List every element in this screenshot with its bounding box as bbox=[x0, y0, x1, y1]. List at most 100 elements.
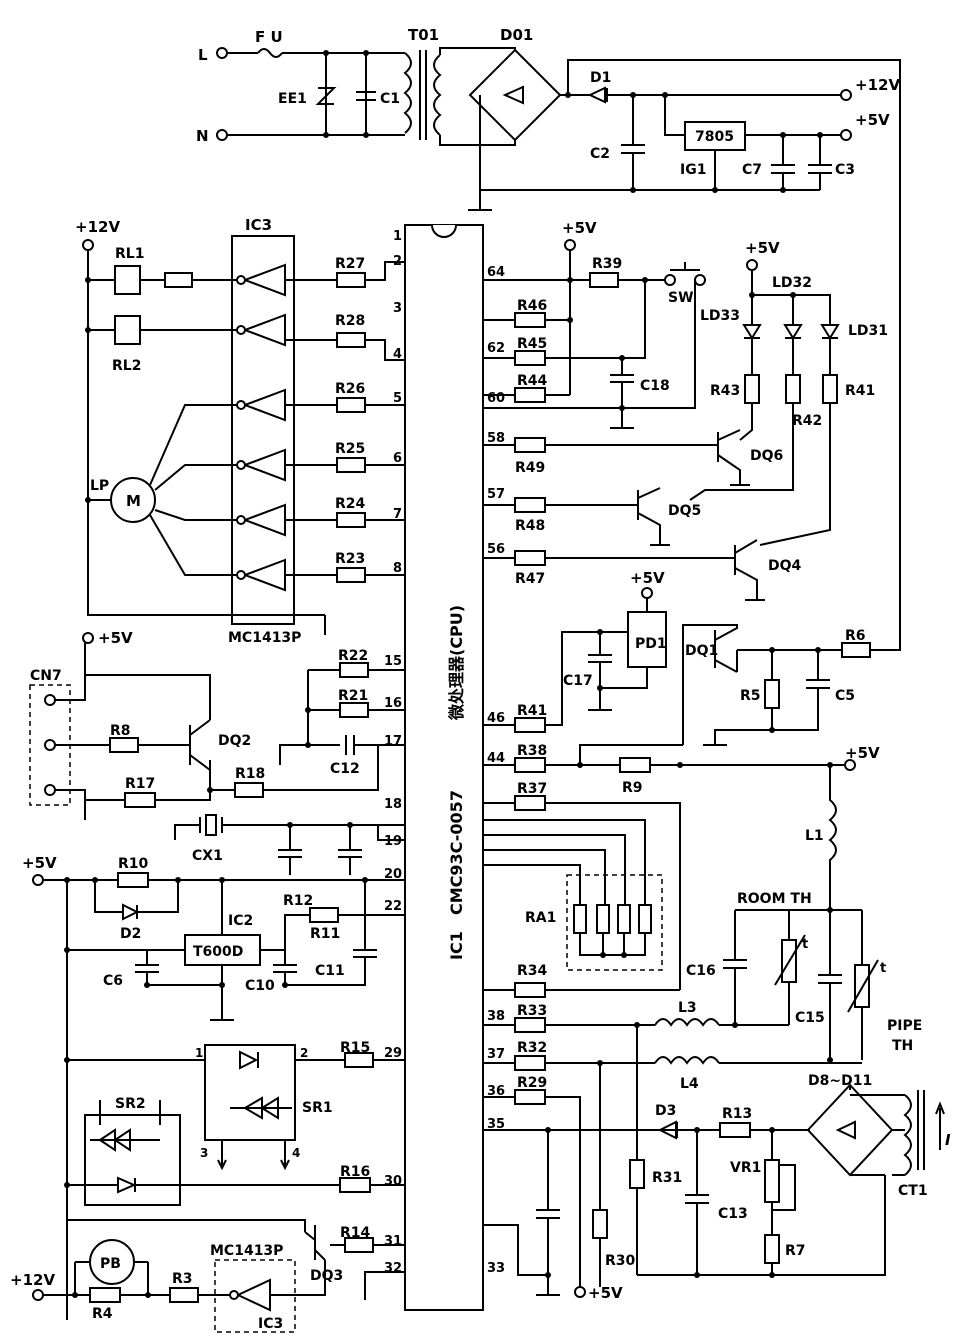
pin-8: 8 bbox=[393, 561, 402, 576]
pin-19: 19 bbox=[384, 834, 402, 849]
label-r30: R30 bbox=[605, 1253, 636, 1269]
label-l3: L3 bbox=[678, 1000, 697, 1016]
label-c1: C1 bbox=[380, 91, 400, 107]
pin-38: 38 bbox=[487, 1009, 505, 1024]
label-r17: R17 bbox=[125, 776, 155, 792]
label-r30-5v: +5V bbox=[588, 1284, 623, 1302]
label-c12: C12 bbox=[330, 761, 360, 777]
pin-1: 1 bbox=[393, 229, 402, 244]
label-r10: R10 bbox=[118, 856, 149, 872]
pin-6: 6 bbox=[393, 451, 402, 466]
label-c18: C18 bbox=[640, 378, 670, 394]
pin-60: 60 bbox=[487, 391, 505, 406]
label-ct1: CT1 bbox=[898, 1183, 928, 1199]
pin-22: 22 bbox=[384, 899, 402, 914]
label-c7: C7 bbox=[742, 162, 762, 178]
label-dq4: DQ4 bbox=[768, 558, 802, 574]
label-ic2: IC2 bbox=[228, 913, 253, 929]
label-r4: R4 bbox=[92, 1306, 113, 1322]
label-ic3: IC3 bbox=[245, 216, 272, 234]
cpu-ic1: IC1 CMC93C-0057 微处理器(CPU) bbox=[404, 224, 484, 1311]
label-r46: R46 bbox=[517, 298, 547, 314]
pin-57: 57 bbox=[487, 487, 505, 502]
label-r33: R33 bbox=[517, 1003, 547, 1019]
label-ee1: EE1 bbox=[278, 91, 307, 107]
label-c6: C6 bbox=[103, 973, 123, 989]
label-cn7: CN7 bbox=[30, 668, 62, 684]
pin-4: 4 bbox=[393, 347, 402, 362]
label-pd1: PD1 bbox=[635, 636, 667, 652]
label-c16: C16 bbox=[686, 963, 716, 979]
label-t-room: t bbox=[802, 937, 808, 952]
label-sr2: SR2 bbox=[115, 1096, 146, 1112]
label-l1-5v: +5V bbox=[845, 744, 880, 762]
label-r22: R22 bbox=[338, 648, 368, 664]
label-t-pipe: t bbox=[880, 961, 886, 976]
label-current-i: I bbox=[945, 1131, 951, 1149]
label-led-5v: +5V bbox=[745, 239, 780, 257]
cpu-description: 微处理器(CPU) bbox=[447, 605, 466, 721]
label-d2: D2 bbox=[120, 926, 141, 942]
cpu-right-pins: 64 62 60 58 57 56 46 44 38 37 36 35 33 bbox=[487, 265, 505, 1276]
label-pb-12v: +12V bbox=[10, 1271, 55, 1289]
label-d8-d11: D8~D11 bbox=[808, 1073, 872, 1089]
label-r37: R37 bbox=[517, 781, 547, 797]
label-r16: R16 bbox=[340, 1164, 370, 1180]
label-r14: R14 bbox=[340, 1225, 371, 1241]
label-sr1-pin4: 4 bbox=[292, 1146, 300, 1160]
label-ic3-b: IC3 bbox=[258, 1316, 283, 1332]
label-fuse: F U bbox=[255, 28, 283, 46]
pin-62: 62 bbox=[487, 341, 505, 356]
label-r39: R39 bbox=[592, 256, 622, 272]
label-r48: R48 bbox=[515, 518, 545, 534]
label-r49: R49 bbox=[515, 460, 545, 476]
label-d1: D1 bbox=[590, 70, 611, 86]
pin-35: 35 bbox=[487, 1117, 505, 1132]
label-pipe: PIPE bbox=[887, 1018, 922, 1034]
label-c11: C11 bbox=[315, 963, 345, 979]
label-r15: R15 bbox=[340, 1040, 370, 1056]
driver-section: +12V RL1 RL2 IC3 MC1413P LP M R27 R28 R2… bbox=[75, 216, 405, 646]
label-r28: R28 bbox=[335, 313, 365, 329]
label-r3: R3 bbox=[172, 1271, 193, 1287]
label-ig1: IG1 bbox=[680, 162, 706, 178]
pin-31: 31 bbox=[384, 1234, 402, 1249]
pin-30: 30 bbox=[384, 1174, 402, 1189]
label-r25: R25 bbox=[335, 441, 365, 457]
label-n: N bbox=[196, 127, 209, 145]
label-r32: R32 bbox=[517, 1040, 547, 1056]
label-r41b: R41 bbox=[845, 383, 875, 399]
label-r47: R47 bbox=[515, 571, 545, 587]
label-sw-5v: +5V bbox=[562, 219, 597, 237]
label-l: L bbox=[198, 46, 208, 64]
label-r31: R31 bbox=[652, 1170, 682, 1186]
pin-7: 7 bbox=[393, 507, 402, 522]
label-r44: R44 bbox=[517, 373, 548, 389]
label-c3: C3 bbox=[835, 162, 855, 178]
label-d01: D01 bbox=[500, 26, 533, 44]
label-dq3: DQ3 bbox=[310, 1268, 343, 1284]
label-l1: L1 bbox=[805, 828, 824, 844]
label-rl2: RL2 bbox=[112, 358, 141, 374]
label-sr1-pin2: 2 bbox=[300, 1046, 308, 1060]
label-r11: R11 bbox=[310, 926, 340, 942]
label-r12: R12 bbox=[283, 893, 313, 909]
label-r21: R21 bbox=[338, 688, 368, 704]
cpu-ic-label: IC1 bbox=[447, 931, 466, 960]
label-r27: R27 bbox=[335, 256, 365, 272]
label-sw: SW bbox=[668, 290, 694, 306]
label-ra1: RA1 bbox=[525, 910, 556, 926]
cpu-left-pins: 1 2 3 4 5 6 7 8 15 16 17 18 19 20 22 29 … bbox=[384, 229, 402, 1276]
pin-36: 36 bbox=[487, 1084, 505, 1099]
label-c2: C2 bbox=[590, 146, 610, 162]
label-c17: C17 bbox=[563, 673, 593, 689]
label-r38: R38 bbox=[517, 743, 547, 759]
label-pb: PB bbox=[100, 1256, 121, 1272]
label-r34: R34 bbox=[517, 963, 548, 979]
label-r8: R8 bbox=[110, 723, 131, 739]
label-sr1-pin3: 3 bbox=[200, 1146, 208, 1160]
label-r13: R13 bbox=[722, 1106, 752, 1122]
label-rl1: RL1 bbox=[115, 246, 144, 262]
